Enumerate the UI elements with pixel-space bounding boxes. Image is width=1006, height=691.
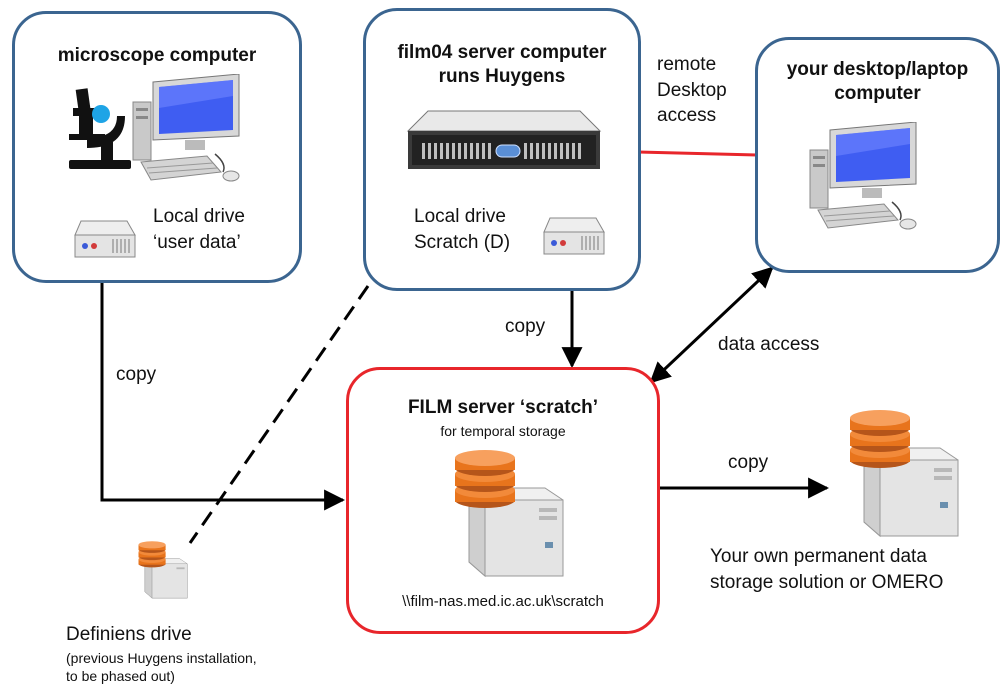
remote-access-label: remote Desktop access [657, 52, 727, 129]
definiens-drive-icon [138, 541, 188, 599]
database-server-icon [455, 450, 564, 578]
copy-arrow-left [100, 283, 346, 511]
drive-label-line2: ‘user data’ [153, 231, 241, 253]
remote-line1: remote [657, 54, 717, 75]
microscope-icon [69, 88, 131, 169]
film04-drive-line1: Local drive [414, 206, 506, 227]
remote-line3: access [657, 105, 717, 127]
rack-server-icon [406, 110, 602, 169]
desktop-laptop-box: your desktop/laptop computer [755, 37, 1000, 273]
permanent-storage-icon [850, 410, 959, 538]
film-scratch-box: FILM server ‘scratch’ for temporal stora… [346, 367, 660, 634]
copy-label-left: copy [116, 364, 157, 385]
microscope-computer-title: microscope computer [57, 45, 257, 66]
definiens-note: (previous Huygens installation, to be ph… [66, 649, 257, 685]
permanent-line1: Your own permanent data [710, 546, 927, 567]
scratch-drive-icon [543, 217, 605, 255]
local-drive-icon [74, 220, 136, 258]
film04-drive-label: Local drive Scratch (D) [414, 204, 510, 255]
film-scratch-path: \\film-nas.med.ic.ac.uk\scratch [402, 593, 604, 610]
data-access-label: data access [718, 334, 820, 355]
film04-title-line2: runs Huygens [438, 65, 566, 87]
microscope-drive-label: Local drive ‘user data’ [153, 204, 245, 255]
film-scratch-title: FILM server ‘scratch’ [407, 397, 599, 418]
film04-server-box: film04 server computer runs Huygens [363, 8, 641, 291]
permanent-line2: storage solution or OMERO [710, 571, 944, 593]
desktop-title-line2: computer [834, 82, 921, 104]
film04-drive-line2: Scratch (D) [414, 231, 511, 253]
desktop-computer-icon [132, 74, 240, 182]
film04-server-title: film04 server computer runs Huygens [366, 41, 638, 89]
data-access-arrow [649, 266, 774, 384]
microscope-computer-box: microscope computer [12, 11, 302, 283]
copy-label-right: copy [728, 452, 769, 473]
remote-line2: Desktop [657, 79, 727, 101]
definiens-title: Definiens drive [66, 624, 192, 645]
permanent-storage-label: Your own permanent data storage solution… [710, 544, 943, 595]
film-scratch-subtitle: for temporal storage [440, 423, 566, 439]
desktop-laptop-title: your desktop/laptop computer [758, 58, 997, 106]
definiens-dashed-line [188, 285, 370, 544]
film04-title-line1: film04 server computer [397, 42, 607, 63]
remote-access-line [637, 150, 758, 157]
desktop-computer-icon [809, 122, 917, 230]
desktop-title-line1: your desktop/laptop [786, 59, 969, 80]
definiens-note-line1: (previous Huygens installation, [66, 650, 257, 666]
definiens-note-line2: to be phased out) [66, 668, 175, 685]
drive-label-line1: Local drive [153, 206, 245, 227]
copy-label-middle: copy [505, 316, 546, 337]
